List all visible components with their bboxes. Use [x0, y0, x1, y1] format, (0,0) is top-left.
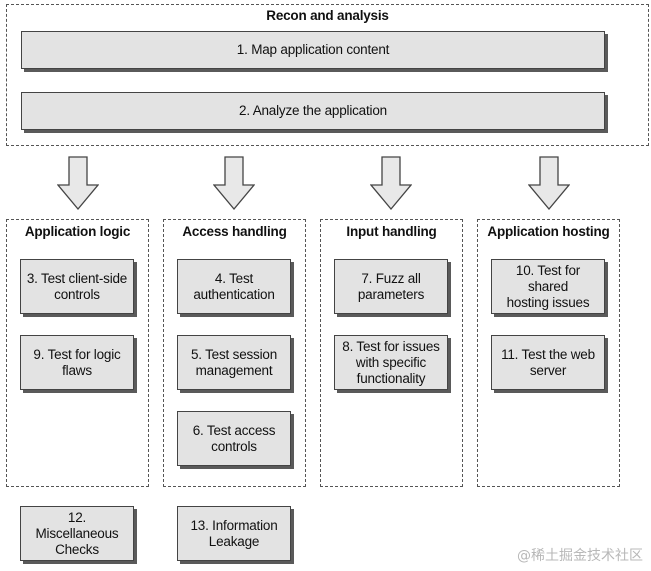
logic-step: 3. Test client-side controls — [20, 259, 134, 314]
hosting-step: 11. Test the web server — [491, 335, 605, 390]
hosting-step: 10. Test for shared hosting issues — [491, 259, 605, 314]
input-step: 8. Test for issues with specific functio… — [334, 335, 448, 390]
analyze-app-label: 2. Analyze the application — [239, 103, 387, 118]
recon-group: Recon and analysis — [6, 4, 649, 146]
analyze-app-step: 2. Analyze the application — [21, 92, 605, 130]
input-group: Input handling — [320, 219, 463, 487]
access-step: 4. Test authentication — [177, 259, 291, 314]
info-leakage-step: 13. Information Leakage — [177, 506, 291, 561]
watermark: @稀土掘金技术社区 — [517, 548, 643, 564]
arrow-down-icon — [370, 156, 412, 210]
access-group: Access handling — [163, 219, 306, 487]
input-step: 7. Fuzz all parameters — [334, 259, 448, 314]
arrow-down-icon — [57, 156, 99, 210]
input-title: Input handling — [346, 224, 437, 239]
access-step: 6. Test access controls — [177, 411, 291, 466]
misc-checks-step: 12. Miscellaneous Checks — [20, 506, 134, 561]
recon-title: Recon and analysis — [266, 8, 389, 23]
logic-group: Application logic — [6, 219, 149, 487]
arrow-down-icon — [213, 156, 255, 210]
access-step: 5. Test session management — [177, 335, 291, 390]
logic-title: Application logic — [24, 224, 131, 239]
map-content-step: 1. Map application content — [21, 31, 605, 69]
map-content-label: 1. Map application content — [236, 42, 390, 57]
access-title: Access handling — [182, 224, 287, 239]
hosting-group: Application hosting — [477, 219, 620, 487]
arrow-down-icon — [528, 156, 570, 210]
hosting-title: Application hosting — [487, 224, 610, 239]
logic-step: 9. Test for logic flaws — [20, 335, 134, 390]
